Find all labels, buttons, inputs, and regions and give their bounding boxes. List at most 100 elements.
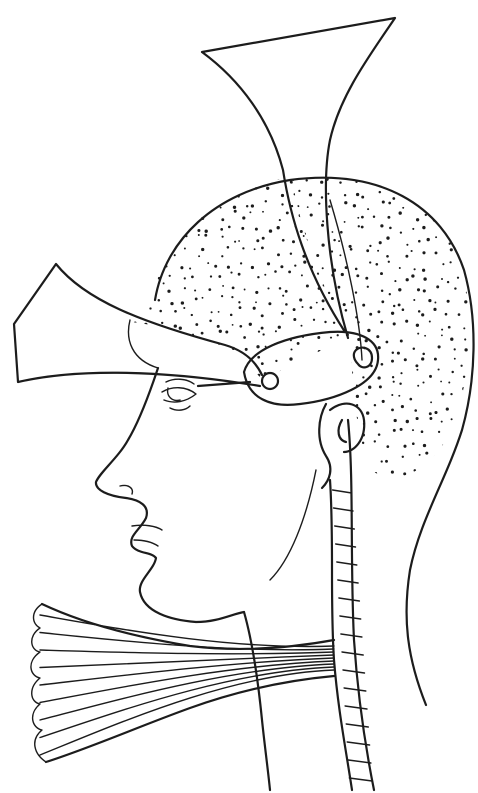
stipple-dot [169,275,171,277]
stipple-dot [438,176,441,179]
stipple-dot [132,261,134,263]
stipple-dot [290,171,292,173]
stipple-dot [232,324,234,326]
stipple-dot [339,254,341,256]
stipple-dot [457,189,460,192]
stipple-dot [297,342,300,345]
stipple-dot [228,386,231,389]
stipple-dot [321,373,323,375]
stipple-dot [391,409,394,412]
stipple-dot [368,386,371,389]
stipple-dot [158,204,160,206]
stipple-dot [322,220,324,222]
stipple-dot [451,435,453,437]
stipple-dot [277,253,280,256]
stipple-dot [428,299,431,302]
stipple-dot [333,239,335,241]
stipple-dot [400,372,402,374]
stipple-dot [217,325,220,328]
stipple-dot [202,207,204,209]
stipple-dot [285,290,288,293]
stipple-dot [471,231,474,234]
stipple-dot [466,292,468,294]
stipple-dot [471,263,474,266]
stipple-dot [415,364,418,367]
stipple-dot [297,267,299,269]
stipple-dot [380,224,383,227]
stipple-dot [349,347,352,350]
spinal-segment-tick [339,598,360,601]
stipple-dot [207,262,209,264]
stipple-dot [449,185,452,188]
stipple-dot [241,227,244,230]
spinal-segment-tick [340,616,361,619]
stipple-dot [441,278,443,280]
stipple-dot [460,207,463,210]
stipple-dot [358,247,360,249]
stipple-dot [249,323,252,326]
stipple-dot [167,354,170,357]
stipple-dot [301,377,303,379]
stipple-dot [315,405,318,408]
stipple-dot [230,272,232,274]
stipple-dot [324,321,326,323]
stipple-dot [314,339,316,341]
stipple-dot [433,308,436,311]
stipple-dot [321,196,323,198]
stipple-dot [359,177,361,179]
stipple-dot [441,421,443,423]
stipple-dot [422,381,424,383]
stipple-dot [428,197,430,199]
stipple-dot [322,272,325,275]
stipple-dot [304,420,306,422]
stipple-dot [146,274,148,276]
stipple-dot [256,345,259,348]
stipple-dot [422,226,425,229]
stipple-dot [434,411,437,414]
stipple-dot [232,287,235,290]
stipple-dot [134,288,137,291]
stipple-dot [374,404,376,406]
stipple-dot [365,392,368,395]
stipple-dot [282,239,285,242]
stipple-dot [205,387,207,389]
stipple-dot [220,207,222,209]
spinal-segment-tick [341,634,362,637]
stipple-dot [308,272,311,275]
stipple-dot [342,170,345,173]
stipple-dot [228,360,230,362]
stipple-dot [421,357,424,360]
stipple-dot [351,164,353,166]
stipple-dot [320,327,323,330]
stipple-dot [294,289,296,291]
stipple-dot [177,348,179,350]
stipple-dot [302,392,305,395]
stipple-dot [191,191,193,193]
stipple-dot [400,340,403,343]
stipple-dot [262,237,265,240]
stipple-dot [365,308,367,310]
stipple-dot [137,236,140,239]
stipple-dot [221,218,224,221]
stipple-dot [388,202,391,205]
stipple-dot [386,255,389,258]
stipple-dot [360,241,363,244]
stipple-dot [261,362,264,365]
spinal-segment-tick [344,688,366,691]
stipple-dot [163,282,165,284]
stipple-dot [392,197,395,200]
stipple-dot [337,454,340,457]
stipple-dot [180,266,183,269]
stipple-dot [379,191,381,193]
stipple-dot [404,358,407,361]
stipple-dot [227,266,230,269]
stipple-dot [469,465,472,468]
stipple-dot [278,326,281,329]
stipple-dot [304,385,307,388]
stipple-dot [399,267,401,269]
stipple-dot [317,272,319,274]
stipple-dot [167,200,170,203]
stipple-dot [294,193,296,195]
stipple-dot [141,332,144,335]
stipple-dot [197,354,200,357]
